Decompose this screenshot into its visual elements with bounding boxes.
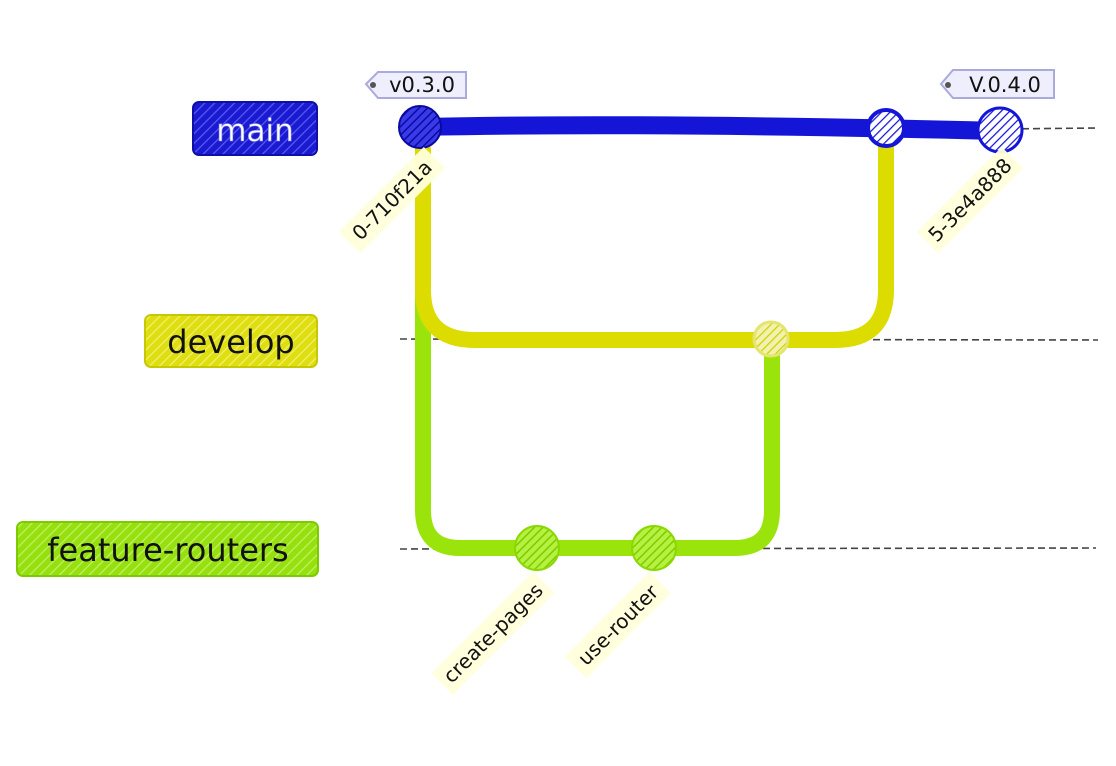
commit-dot-main-merge[interactable] <box>866 108 906 148</box>
tag-first: v0.3.0 <box>364 71 467 99</box>
commit-label-main-last-text: 5-3e4a888 <box>923 153 1016 246</box>
branch-label-develop: develop <box>144 314 318 368</box>
tag-first-text: v0.3.0 <box>389 73 455 97</box>
branch-label-develop-text: develop <box>167 323 294 361</box>
feature-branch-path <box>415 142 780 556</box>
branch-label-feature: feature-routers <box>16 521 319 577</box>
main-branch-path <box>411 116 1009 140</box>
branch-label-feature-text: feature-routers <box>47 531 288 569</box>
tag-hole-icon <box>945 82 951 88</box>
commit-label-feature-second-text: use-router <box>573 579 664 670</box>
commit-label-feature-first: create-pages <box>431 571 555 695</box>
commit-dot-develop-merge[interactable] <box>752 320 790 358</box>
commit-dot-main-first[interactable] <box>398 105 442 149</box>
tag-hole-icon <box>370 82 376 88</box>
commit-dot-main-last[interactable] <box>976 106 1024 154</box>
tag-second: V.0.4.0 <box>939 69 1055 99</box>
commit-label-main-last: 5-3e4a888 <box>916 146 1024 254</box>
commit-label-feature-first-text: create-pages <box>438 578 548 688</box>
commit-dot-feature-first[interactable] <box>514 525 560 571</box>
develop-branch-path <box>415 122 894 348</box>
commit-label-feature-second: use-router <box>564 571 672 679</box>
commit-dot-feature-second[interactable] <box>631 525 677 571</box>
tag-second-text: V.0.4.0 <box>969 73 1041 97</box>
branch-label-main: main <box>192 101 318 156</box>
branch-label-main-text: main <box>216 113 293 149</box>
